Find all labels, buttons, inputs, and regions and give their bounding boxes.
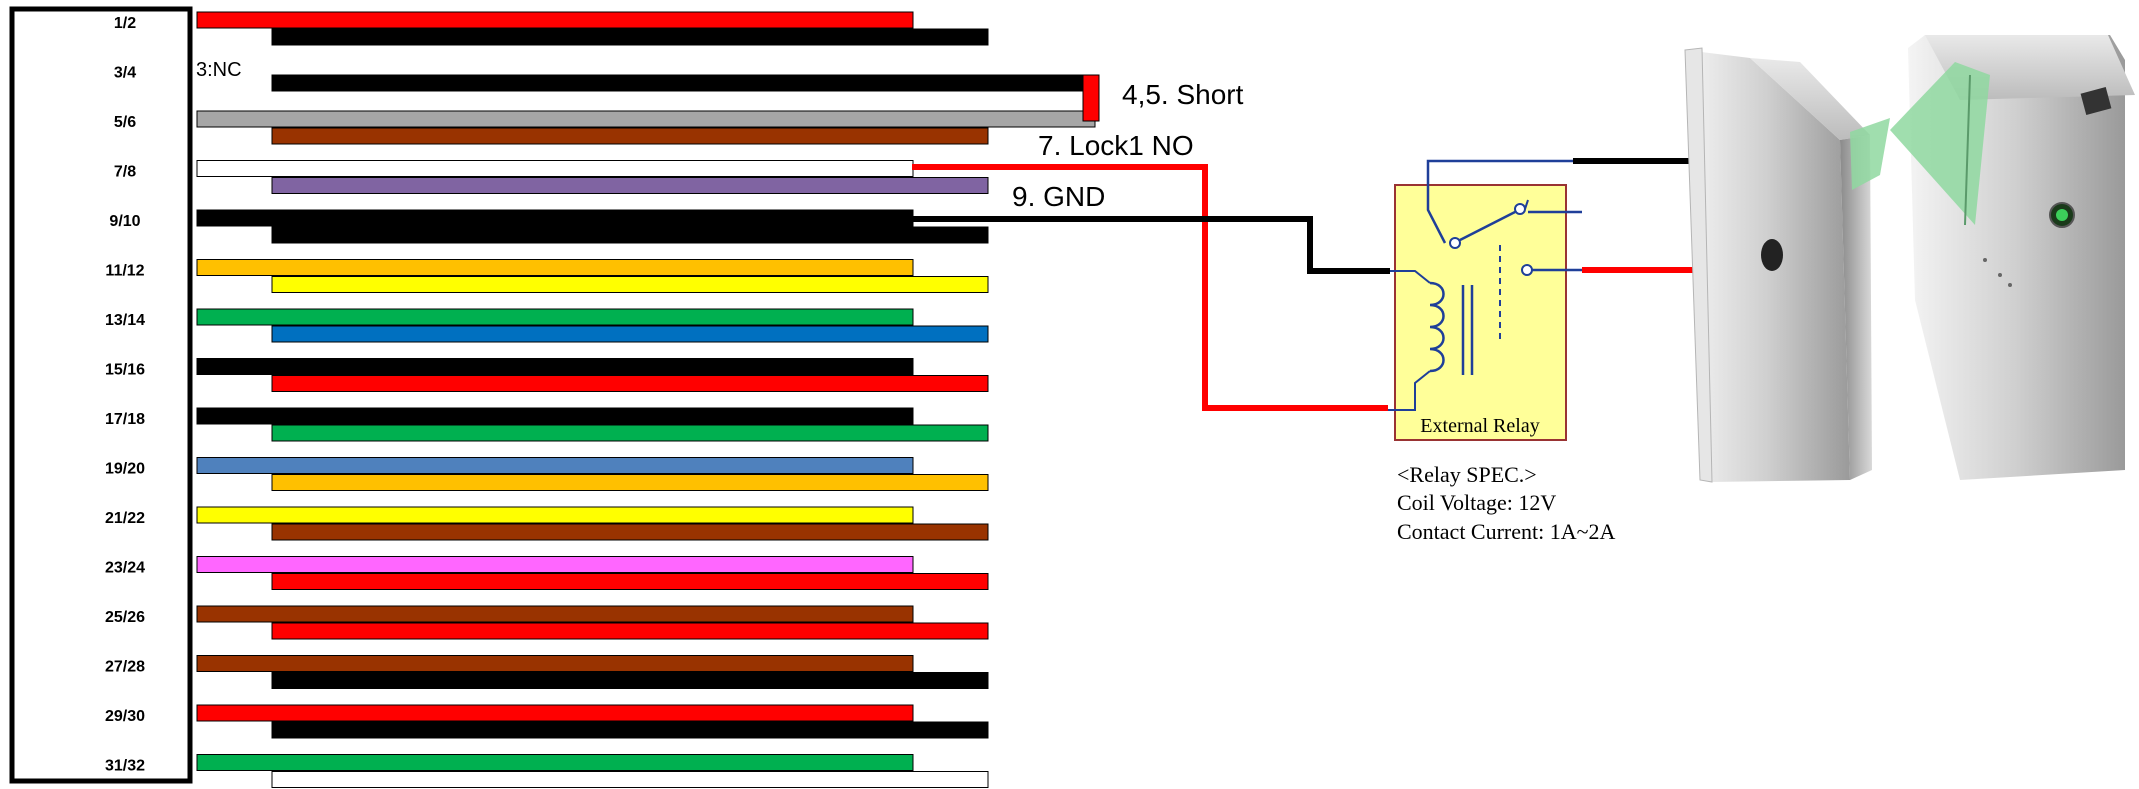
wire-8: [271, 177, 989, 194]
wire-10: [271, 226, 989, 244]
wire-1: [196, 11, 914, 29]
lock1-label: 7. Lock1 NO: [1038, 130, 1194, 161]
wire-17: [196, 407, 914, 425]
coil-lead-top: [1390, 270, 1431, 284]
pin-label: 9/10: [109, 213, 140, 230]
wire-26: [271, 622, 989, 640]
pin-label: 17/18: [105, 411, 145, 428]
wire-20: [271, 474, 989, 491]
pin-label: 3/4: [114, 65, 136, 82]
relay-spec-coil: Coil Voltage: 12V: [1397, 490, 1556, 515]
left-wing-glass: [1850, 118, 1890, 190]
pin-label: 29/30: [105, 708, 145, 725]
pin-label: 27/28: [105, 659, 145, 676]
wire-29: [196, 704, 914, 722]
wire-11: [196, 259, 914, 276]
relay-body: [1394, 184, 1567, 441]
wire-16: [271, 375, 989, 392]
wire-22: [271, 523, 989, 541]
coil-lead-bottom: [1388, 370, 1431, 411]
right-wing-glass: [1890, 62, 1990, 225]
pin-label: 25/26: [105, 609, 145, 626]
nc-label: 3:NC: [196, 59, 242, 81]
nc-terminal: [1514, 203, 1526, 215]
left-cabinet-top: [1750, 58, 1870, 140]
pin-label: 15/16: [105, 362, 145, 379]
left-cabinet-side: [1840, 135, 1872, 480]
pin-label: 13/14: [105, 312, 145, 329]
wire-14: [271, 325, 989, 343]
wire-30: [271, 721, 989, 739]
wire-18: [271, 424, 989, 442]
pin-label: 5/6: [114, 114, 136, 131]
pin-label-column: 1/2 3/4 5/6 7/8 9/10 11/12 13/14 15/16 17/18 19/2…: [105, 15, 145, 775]
gnd-wire: [912, 216, 1390, 274]
wire-2: [271, 28, 989, 46]
turnstile-illustration: [1684, 35, 2135, 483]
short-jumper: [1082, 74, 1100, 122]
pin-label: 7/8: [114, 164, 136, 181]
relay-spec-title: <Relay SPEC.>: [1397, 462, 1537, 487]
common-terminal: [1449, 237, 1461, 249]
wire-15: [196, 358, 914, 375]
wire-9: [196, 209, 914, 227]
wire-19: [196, 457, 914, 474]
screw-2: [1998, 273, 2002, 277]
screw-1: [1983, 258, 1987, 262]
wire-27: [196, 655, 914, 672]
no-terminal: [1521, 264, 1533, 276]
relay-label: External Relay: [1420, 415, 1539, 437]
coil-icon: [1429, 281, 1445, 373]
nc-stub: [1524, 199, 1529, 210]
wire-23: [196, 556, 914, 573]
wire-32: [271, 771, 989, 788]
gnd-label: 9. GND: [1012, 181, 1105, 212]
lock1-wire: [912, 164, 1388, 411]
wire-31: [196, 754, 914, 771]
common-contact-lead: [1426, 159, 1573, 244]
wire-28: [271, 672, 989, 689]
wire-5: [196, 110, 1096, 128]
wire-7: [196, 160, 914, 177]
switch-arm: [1459, 210, 1516, 242]
wire-24: [271, 573, 989, 590]
wire-13: [196, 308, 914, 326]
wire-21: [196, 506, 914, 524]
wire-6: [271, 127, 989, 145]
wire-4: [271, 74, 1099, 92]
pin-label: 11/12: [105, 263, 144, 280]
screw-3: [2008, 283, 2012, 287]
pin-label: 31/32: [105, 758, 145, 775]
pin-label: 21/22: [105, 510, 145, 527]
short-label: 4,5. Short: [1122, 79, 1244, 110]
left-sensor: [1761, 239, 1783, 271]
wire-12: [271, 276, 989, 293]
relay-spec-contact: Contact Current: 1A~2A: [1397, 519, 1616, 544]
card-reader-icon: [2080, 87, 2112, 115]
status-light: [2056, 209, 2068, 221]
pin-label: 1/2: [114, 15, 136, 32]
pin-label: 19/20: [105, 461, 145, 478]
external-relay: External Relay: [1388, 159, 1582, 441]
pin-label: 23/24: [105, 560, 145, 577]
left-cabinet-edge: [1684, 47, 1713, 483]
wing-edge: [1964, 74, 1971, 226]
wire-25: [196, 605, 914, 623]
connector-box: [9, 6, 193, 784]
ribbon-wires: [196, 11, 1099, 788]
